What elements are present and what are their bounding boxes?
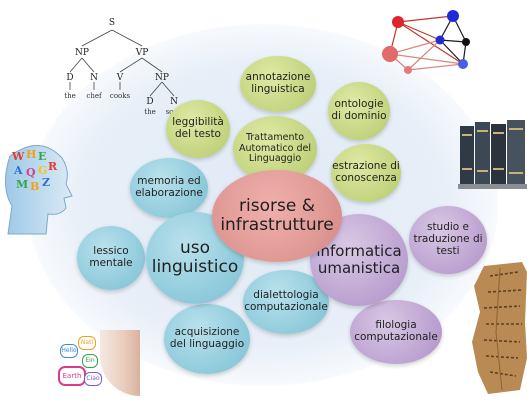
speech-bubble: Ciao [84, 372, 102, 386]
svg-text:B: B [30, 180, 39, 193]
tree-node-n2: N [170, 97, 178, 107]
speech-bubble: Hello [60, 344, 78, 358]
tree-node-np2: NP [155, 73, 169, 83]
svg-text:M: M [16, 178, 28, 191]
speech-bubble: Nati [78, 336, 96, 350]
head-letters-illustration: W H E A Q G R M B Z [5, 145, 73, 235]
multilingual-bubbles-illustration: Hello Nati Ein Earth Ciao [56, 330, 140, 396]
tree-node-d2: D [146, 97, 153, 107]
svg-text:Z: Z [42, 176, 50, 189]
topic-studio-e-traduzione-di-testi: studio e traduzione di testi [409, 206, 487, 274]
topic-filologia-computazionale: filologia computazionale [350, 300, 442, 364]
topic-memoria-ed-elaborazione: memoria ed elaborazione [130, 158, 208, 218]
tree-node-vp: VP [135, 48, 149, 58]
tree-node-np: NP [75, 48, 89, 58]
center-risorse-e-infrastrutture: risorse & infrastrutture [212, 170, 342, 262]
tree-word: the [64, 92, 75, 100]
topic-annotazione-linguistica: annotazione linguistica [240, 56, 316, 112]
topic-lessico-mentale: lessico mentale [77, 226, 145, 290]
svg-text:Q: Q [26, 166, 36, 179]
topic-estrazione-di-conoscenza: estrazione di conoscenza [331, 144, 401, 202]
topic-leggibilita-del-testo: leggibilità del testo [166, 100, 230, 158]
tree-word: chef [86, 92, 103, 100]
hub-uso-linguistico: uso linguistico [146, 212, 244, 304]
speech-bubble: Ein [82, 354, 98, 368]
tree-node-d1: D [66, 73, 73, 83]
parse-tree-illustration: S NP VP D N V NP D N the chef cooks the … [64, 18, 183, 116]
svg-text:H: H [26, 148, 36, 161]
tree-node-s: S [109, 18, 115, 28]
topic-acquisizione-del-linguaggio: acquisizione del linguaggio [164, 304, 250, 374]
svg-text:G: G [38, 164, 47, 177]
topic-trattamento-automatico-del-linguaggio: Trattamento Automatico del Linguaggio [233, 116, 317, 182]
network-graph-illustration [382, 10, 470, 74]
svg-text:R: R [48, 160, 58, 173]
tree-word: cooks [110, 92, 131, 100]
svg-text:W: W [11, 150, 25, 163]
tree-node-n1: N [90, 73, 98, 83]
face-photo [100, 330, 140, 396]
topic-ontologie-di-dominio: ontologie di dominio [328, 82, 390, 140]
books-illustration [458, 120, 527, 189]
speech-bubble: Earth [58, 366, 86, 386]
tree-node-v: V [116, 73, 124, 83]
svg-text:E: E [38, 150, 46, 163]
svg-text:A: A [13, 164, 23, 177]
tree-word: the [144, 108, 155, 116]
papyrus-manuscript-illustration [472, 262, 527, 394]
